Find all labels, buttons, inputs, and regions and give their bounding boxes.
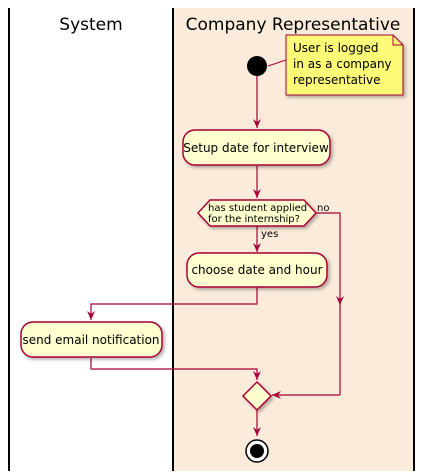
decision-line-1: has student applied — [208, 203, 307, 214]
action-choose-date: choose date and hour — [186, 252, 328, 288]
action-choose-date-box — [186, 252, 328, 288]
merge-node — [241, 380, 273, 412]
edge-decision-no — [316, 212, 344, 305]
action-send-email: send email notification — [20, 321, 163, 358]
end-node — [245, 439, 269, 463]
note-shape — [285, 34, 404, 96]
note-connector — [267, 59, 287, 67]
note-line-1: User is logged — [293, 41, 378, 55]
note-fold — [392, 35, 403, 46]
action-setup-date-box — [182, 129, 331, 166]
edge-email-to-merge — [90, 358, 261, 380]
decision-shape — [196, 199, 318, 227]
decision-applied: has student applied for the internship? … — [196, 199, 329, 240]
lane-title-system: System — [59, 15, 122, 35]
lane-title-rep: Company Representative — [186, 15, 401, 35]
action-setup-date-label: Setup date for interview — [183, 141, 329, 155]
decision-yes-label: yes — [261, 229, 278, 240]
start-node — [247, 56, 267, 76]
action-choose-date-label: choose date and hour — [191, 263, 322, 277]
edge-choose-to-email — [87, 287, 258, 320]
edges — [87, 75, 344, 436]
end-node-core — [250, 444, 264, 458]
action-setup-date: Setup date for interview — [182, 129, 331, 166]
decision-line-2: for the internship? — [208, 214, 300, 225]
lane-system-background — [9, 8, 173, 471]
note: User is logged in as a company represent… — [267, 34, 404, 96]
note-line-3: representative — [293, 73, 381, 87]
decision-no-label: no — [317, 203, 329, 214]
action-send-email-box — [20, 321, 163, 358]
note-line-2: in as a company — [293, 57, 392, 71]
action-send-email-label: send email notification — [22, 333, 159, 347]
